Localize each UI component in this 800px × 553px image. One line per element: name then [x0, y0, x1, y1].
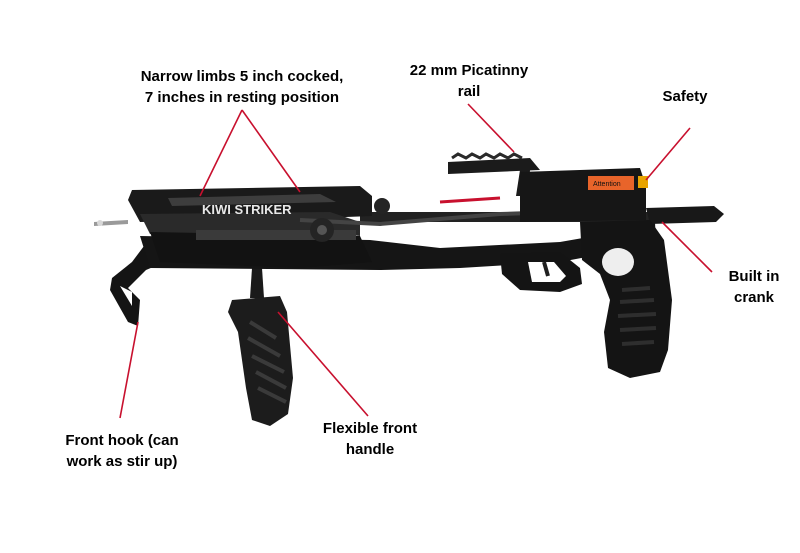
leader-line-crank — [661, 221, 713, 273]
leader-line-limbs-right — [241, 109, 301, 193]
string-assembly — [299, 196, 561, 242]
front-hook-label-line-1: Front hook (can — [65, 432, 179, 449]
limbs-label-line-1: Narrow limbs 5 inch cocked, — [140, 68, 344, 85]
front-handle-label-line-2: handle — [345, 441, 395, 458]
front-hook-label: Front hook (can work as stir up) — [50, 430, 194, 472]
limbs-label-line-2: 7 inches in resting position — [144, 89, 340, 106]
leader-line-front-hook — [119, 321, 139, 419]
arrow-tip — [94, 220, 128, 226]
rail-label-line-1: 22 mm Picatinny — [409, 62, 529, 79]
front-hook-label-line-2: work as stir up) — [66, 453, 178, 470]
crank-handle — [646, 206, 724, 224]
front-handle-label-line-1: Flexible front — [322, 420, 418, 437]
crank-label-line-1: Built in — [728, 268, 780, 285]
leader-line-rail — [467, 103, 515, 153]
crank-label-line-2: crank — [733, 289, 775, 306]
attention-sticker — [588, 176, 634, 190]
trigger-guard — [500, 252, 582, 292]
leader-lines — [119, 103, 713, 419]
front-handle — [228, 268, 293, 426]
crank-label: Built in crank — [714, 266, 794, 308]
limbs-label: Narrow limbs 5 inch cocked, 7 inches in … — [120, 66, 364, 108]
leader-line-front-handle — [277, 311, 369, 417]
leader-line-safety — [645, 127, 691, 181]
safety-switch — [638, 176, 648, 188]
pistol-grip — [580, 220, 672, 378]
rail-label: 22 mm Picatinny rail — [394, 60, 544, 102]
front-handle-label: Flexible front handle — [306, 418, 434, 460]
safety-label-line-1: Safety — [662, 88, 708, 105]
attention-sticker-text: Attention — [593, 181, 621, 188]
rail-label-line-2: rail — [457, 83, 481, 100]
product-marking-text: KIWI STRIKER — [202, 202, 292, 217]
limbs: KIWI STRIKER — [128, 186, 372, 268]
leader-line-limbs-left — [199, 109, 243, 197]
rear-housing: Attention — [520, 168, 648, 222]
safety-label: Safety — [650, 86, 720, 107]
